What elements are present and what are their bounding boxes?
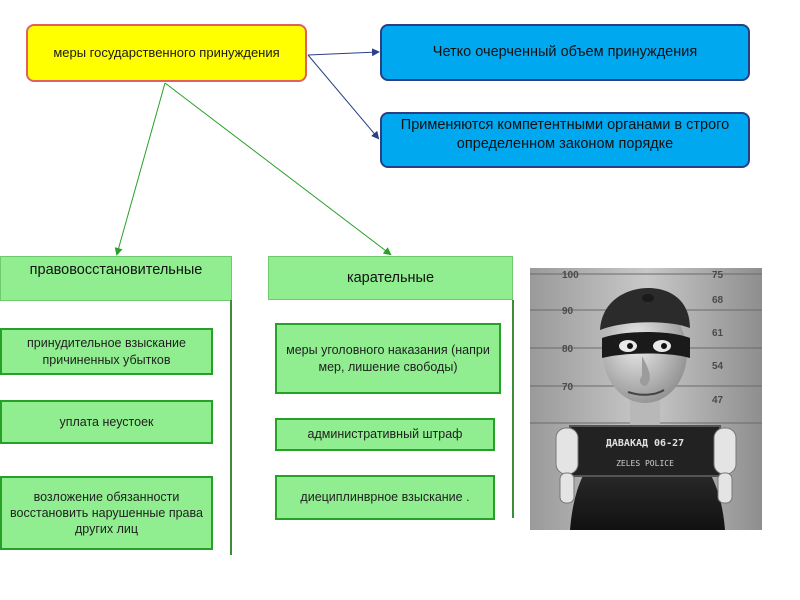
height-mark: 47 <box>712 395 724 406</box>
punitive-item: административный штраф <box>275 418 495 451</box>
restorative-divider <box>230 300 232 555</box>
height-mark: 54 <box>712 361 724 372</box>
category-restorative-title: правовосстановительные <box>29 262 203 278</box>
height-mark: 100 <box>562 270 579 281</box>
mugshot-illustration: 100 75 90 68 80 61 54 70 47 ДАВАКАД 06-2… <box>530 268 762 530</box>
feature-label-scope: Четко очерченный объем принуждения <box>432 44 698 61</box>
height-mark: 80 <box>562 344 574 355</box>
root-node: меры государственного принуждения <box>26 24 307 82</box>
punitive-item: диециплинврное взыскание . <box>275 475 495 520</box>
arrow-to-restorative <box>114 82 166 256</box>
restorative-item-label: возложение обязанности восстановить нару… <box>10 489 203 537</box>
category-punitive-title: карательные <box>346 269 435 286</box>
punitive-item-label: административный штраф <box>307 427 463 442</box>
height-mark: 90 <box>562 306 574 317</box>
height-mark: 70 <box>562 382 574 393</box>
height-mark: 75 <box>712 270 724 281</box>
punitive-divider <box>512 300 514 518</box>
placard-line-1: ДАВАКАД 06-27 <box>606 438 684 449</box>
category-punitive-header: карательные <box>268 256 513 300</box>
height-mark: 68 <box>712 295 724 306</box>
restorative-item-label: уплата неустоек <box>59 414 154 429</box>
arrow-to-feature-2 <box>307 54 380 140</box>
feature-box-procedure: Применяются компетентными органами в стр… <box>380 112 750 168</box>
placard-line-2: ZELES POLICE <box>616 459 674 468</box>
restorative-item-label: принудительное взыскание причиненных убы… <box>27 336 186 367</box>
restorative-item: возложение обязанности восстановить нару… <box>0 476 213 550</box>
punitive-item-label: меры уголовного наказания (напри мер, ли… <box>286 343 490 374</box>
feature-label-procedure: Применяются компетентными органами в стр… <box>400 117 730 152</box>
restorative-item: принудительное взыскание причиненных убы… <box>0 328 213 375</box>
arrow-to-feature-1 <box>307 48 380 57</box>
restorative-item: уплата неустоек <box>0 400 213 444</box>
feature-box-scope: Четко очерченный объем принуждения <box>380 24 750 81</box>
category-restorative-header: правовосстановительные <box>0 256 232 301</box>
root-label: меры государственного принуждения <box>53 44 280 60</box>
punitive-item-label: диециплинврное взыскание . <box>300 490 470 505</box>
height-mark: 61 <box>712 328 724 339</box>
arrow-to-punitive <box>164 82 392 256</box>
punitive-item: меры уголовного наказания (напри мер, ли… <box>275 323 501 394</box>
